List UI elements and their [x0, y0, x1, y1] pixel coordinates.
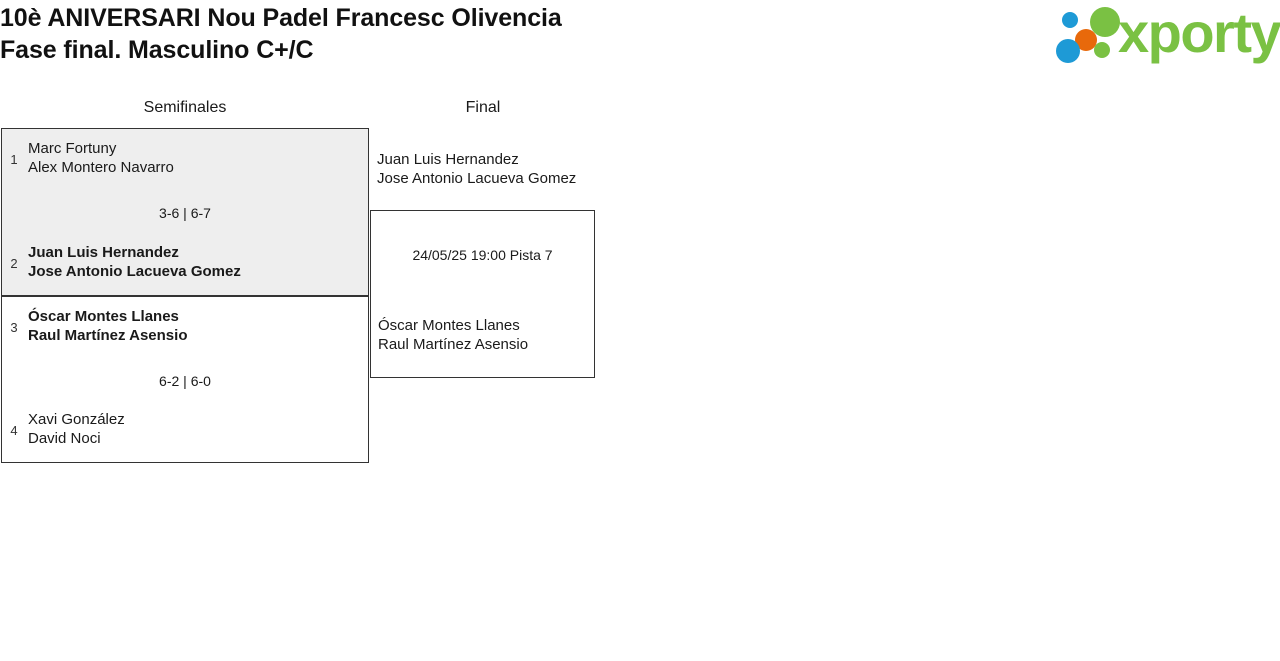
logo-dot-blue-large-icon [1056, 39, 1080, 63]
player-name: Óscar Montes Llanes [378, 317, 520, 334]
player-name: Juan Luis Hernandez [377, 151, 519, 168]
team-players: Marc Fortuny Alex Montero Navarro [28, 139, 174, 177]
match-team-slot[interactable]: 1 Marc Fortuny Alex Montero Navarro [2, 139, 368, 181]
round-header-final: Final [465, 99, 501, 116]
match-score: 6-2 | 6-0 [159, 373, 211, 389]
player-name: Marc Fortuny [28, 140, 117, 157]
match-schedule: 24/05/25 19:00 Pista 7 [412, 247, 553, 263]
round-header-semifinales: Semifinales [143, 99, 227, 116]
logo-dot-green-large-icon [1090, 7, 1120, 37]
logo-dot-green-small-icon [1094, 42, 1110, 58]
match-team-slot[interactable]: 2 Juan Luis Hernandez Jose Antonio Lacue… [2, 243, 368, 285]
team-players: Juan Luis Hernandez Jose Antonio Lacueva… [28, 243, 241, 281]
team-players: Xavi González David Noci [28, 410, 125, 448]
match-team-slot[interactable]: 3 Óscar Montes Llanes Raul Martínez Asen… [2, 307, 368, 349]
player-name: Óscar Montes Llanes [28, 308, 179, 325]
player-name: Alex Montero Navarro [28, 159, 174, 176]
page-header: 10è ANIVERSARI Nou Padel Francesc Oliven… [0, 0, 1280, 88]
match-semifinal-2[interactable]: 3 Óscar Montes Llanes Raul Martínez Asen… [1, 296, 369, 463]
player-name: Juan Luis Hernandez [28, 244, 179, 261]
player-name: Raul Martínez Asensio [378, 336, 529, 353]
match-score: 3-6 | 6-7 [159, 205, 211, 221]
player-name: Xavi González [28, 411, 125, 428]
team-seed: 3 [10, 320, 18, 335]
logo-wordmark: xporty [1118, 1, 1280, 64]
match-semifinal-1[interactable]: 1 Marc Fortuny Alex Montero Navarro 3-6 … [1, 128, 369, 296]
player-name: Jose Antonio Lacueva Gomez [28, 263, 241, 280]
team-seed: 2 [10, 256, 18, 271]
player-name: David Noci [28, 430, 101, 447]
team-seed: 4 [10, 423, 18, 438]
title-line-1: 10è ANIVERSARI Nou Padel Francesc Oliven… [0, 4, 562, 32]
logo-dot-orange-icon [1075, 29, 1097, 51]
final-team-slot[interactable]: Óscar Montes Llanes Raul Martínez Asensi… [378, 316, 778, 354]
xporty-logo[interactable]: xporty [1050, 1, 1280, 68]
final-team-slot[interactable]: Juan Luis Hernandez Jose Antonio Lacueva… [377, 150, 596, 188]
player-name: Raul Martínez Asensio [28, 327, 188, 344]
match-final[interactable]: 24/05/25 19:00 Pista 7 Óscar Montes Llan… [370, 210, 595, 378]
title-line-2: Fase final. Masculino C+/C [0, 36, 314, 64]
final-top-team-clip: Juan Luis Hernandez Jose Antonio Lacueva… [370, 140, 596, 208]
player-name: Jose Antonio Lacueva Gomez [377, 170, 577, 187]
tournament-title: 10è ANIVERSARI Nou Padel Francesc Oliven… [0, 2, 900, 66]
match-team-slot[interactable]: 4 Xavi González David Noci [2, 410, 368, 452]
team-seed: 1 [10, 152, 18, 167]
logo-dot-blue-small-icon [1062, 12, 1078, 28]
team-players: Óscar Montes Llanes Raul Martínez Asensi… [28, 307, 187, 345]
